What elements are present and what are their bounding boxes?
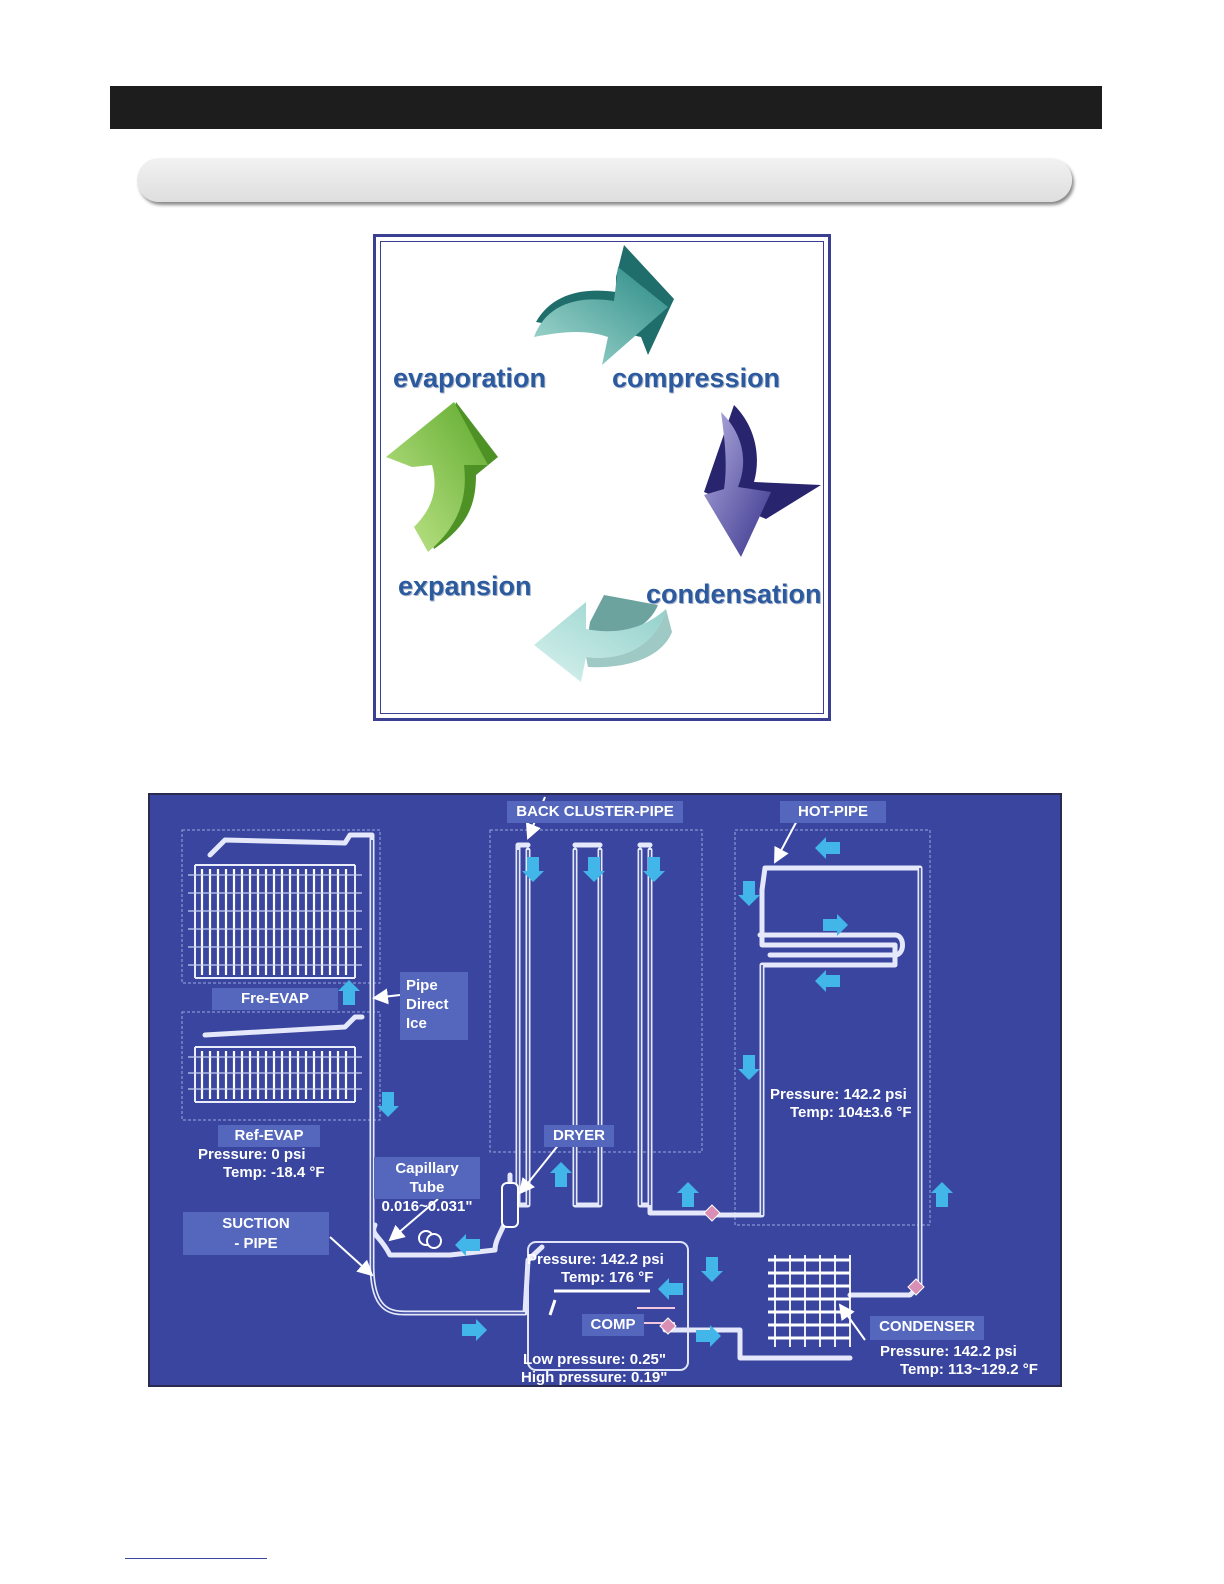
hot-pipe-label: HOT-PIPE — [780, 801, 886, 823]
suction-pipe-line-2: - PIPE — [234, 1235, 278, 1252]
hot-pipe-pressure: Pressure: 142.2 psi — [770, 1086, 907, 1103]
low-pressure: Low pressure: 0.25" — [523, 1351, 666, 1368]
pipe-direct-ice-line-3: Ice — [406, 1015, 427, 1032]
pipe-layout — [181, 796, 953, 1371]
comp-pressure: Pressure: 142.2 psi — [527, 1251, 664, 1268]
flow-arrows — [338, 837, 953, 1347]
suction-pipe-line-1: SUCTION — [222, 1215, 290, 1232]
section-title-bar — [137, 158, 1072, 202]
back-cluster-pipe-label: BACK CLUSTER-PIPE — [507, 801, 683, 823]
ref-evap-pressure: Pressure: 0 psi — [198, 1146, 306, 1163]
footer-rule — [125, 1558, 267, 1559]
suction-pipe-note: SUCTION - PIPE — [183, 1212, 329, 1255]
expansion-label: expansion — [398, 571, 532, 601]
pipe-direct-ice-note: Pipe Direct Ice — [400, 972, 468, 1040]
dryer-label: DRYER — [544, 1125, 614, 1147]
condenser-pressure: Pressure: 142.2 psi — [880, 1343, 1017, 1360]
high-pressure: High pressure: 0.19" — [521, 1369, 668, 1386]
compression-label: compression — [612, 363, 781, 393]
hot-pipe-temp: Temp: 104±3.6 °F — [790, 1104, 912, 1121]
refrigeration-cycle-diagram: evaporation compression condensation exp… — [373, 234, 831, 721]
refrigerant-flow-diagram: BACK CLUSTER-PIPE HOT-PIPE Fre-EVAP Ref-… — [148, 793, 1062, 1387]
fre-evap-label: Fre-EVAP — [212, 988, 338, 1010]
condenser-temp: Temp: 113~129.2 °F — [900, 1361, 1038, 1378]
cycle-arrows — [386, 245, 821, 682]
ref-evap-temp: Temp: -18.4 °F — [223, 1164, 325, 1181]
ref-evap-label: Ref-EVAP — [218, 1125, 320, 1147]
capillary-tube-line-1: Capillary Tube — [395, 1160, 459, 1196]
expansion-arrow — [534, 595, 672, 682]
comp-temp: Temp: 176 °F — [561, 1269, 654, 1286]
condenser-label: CONDENSER — [870, 1316, 984, 1340]
pipe-direct-ice-line-2: Direct — [406, 996, 449, 1013]
capillary-tube-note: Capillary Tube 0.016~0.031" — [374, 1157, 480, 1215]
evaporation-arrow — [386, 402, 498, 552]
capillary-tube-line-2: 0.016~0.031" — [381, 1198, 473, 1215]
comp-label: COMP — [582, 1314, 644, 1336]
header-bar — [110, 86, 1102, 129]
evaporation-label: evaporation — [393, 363, 547, 393]
pipe-junctions — [659, 1204, 925, 1335]
condensation-label: condensation — [646, 579, 822, 609]
compression-arrow — [534, 245, 674, 365]
condensation-arrow — [704, 405, 821, 557]
pipe-direct-ice-line-1: Pipe — [406, 977, 438, 994]
